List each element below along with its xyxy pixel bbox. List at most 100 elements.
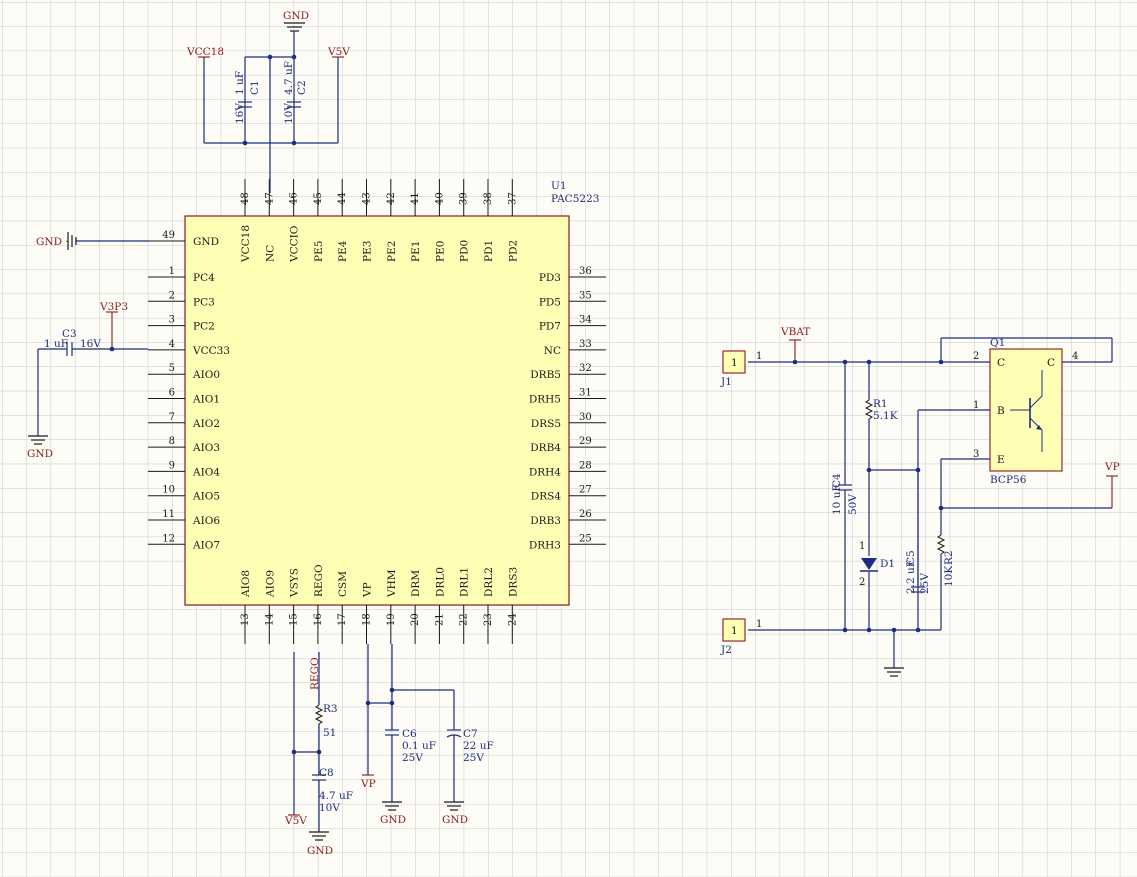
pin-1-name: PC4 (193, 272, 215, 284)
c1-value: 1 uF (234, 71, 246, 95)
gnd-top-label: GND (283, 10, 309, 22)
j2-ref: J2 (720, 644, 732, 656)
pin-7-name: AIO2 (192, 418, 220, 430)
c8-voltage: 10V (319, 802, 340, 814)
c8-ref: C8 (319, 767, 334, 779)
pin-33-number: 33 (579, 339, 592, 350)
q1-num-2: 2 (973, 351, 979, 362)
pin-19-name: VHM (386, 569, 398, 598)
pin-5-name: AIO0 (192, 369, 220, 381)
pin-31-name: DRH5 (529, 394, 561, 406)
pin-47-name: NC (264, 245, 276, 262)
c3-value: 1 uF (44, 338, 68, 350)
q1-pin-b: B (997, 405, 1005, 417)
pin-1-number: 1 (169, 266, 175, 277)
c3-ref: C3 (62, 328, 77, 340)
pin-20-number: 20 (410, 613, 421, 626)
pin-5-number: 5 (169, 363, 175, 374)
r2-ref: R2 (943, 550, 955, 565)
c7-voltage: 25V (463, 752, 484, 764)
c7-value: 22 uF (463, 740, 494, 752)
c4-voltage: 50V (847, 494, 859, 515)
pin-49-name: GND (193, 236, 219, 248)
j1-ref: J1 (720, 376, 732, 388)
pin-15-number: 15 (289, 613, 300, 626)
c2-value: 4.7 uF (283, 61, 295, 95)
pin-29-name: DRB4 (530, 442, 561, 454)
q1-num-4: 4 (1072, 351, 1078, 362)
pin-38-number: 38 (483, 192, 494, 205)
pin-35-number: 35 (579, 290, 592, 301)
r3-ref: R3 (323, 703, 338, 715)
pin-41-number: 41 (410, 192, 421, 205)
c2-ref: C2 (296, 80, 308, 95)
pin-27-name: DRS4 (531, 491, 562, 503)
c4-value: 10 uF (831, 484, 843, 515)
q1-pin-e: E (997, 454, 1005, 466)
gnd-c6-label: GND (380, 814, 406, 826)
j2-connector[interactable] (722, 618, 746, 642)
pin-42-number: 42 (386, 192, 397, 205)
c1-ref: C1 (249, 80, 261, 95)
c8-value: 4.7 uF (319, 790, 353, 802)
pin-27-number: 27 (579, 485, 592, 496)
c6-value: 0.1 uF (402, 740, 436, 752)
u1-chip[interactable]: 48VCC1847NC46VCCIO45PE544PE443PE342PE241… (148, 179, 606, 644)
j1-connector[interactable] (722, 350, 746, 374)
pin-26-name: DRB3 (530, 515, 561, 527)
c5-voltage: 25V (919, 573, 931, 594)
pin-49-number: 49 (162, 230, 175, 241)
pin-48-number: 48 (240, 192, 251, 205)
q1-ref: Q1 (990, 337, 1005, 349)
pin-21-number: 21 (434, 613, 445, 626)
v5v-power-label-top: V5V (327, 46, 350, 58)
pin-22-number: 22 (459, 613, 470, 626)
pin-31-number: 31 (579, 388, 592, 399)
pin-9-number: 9 (169, 460, 175, 471)
pin-34-name: PD7 (539, 321, 561, 333)
pin-33-name: NC (544, 345, 561, 357)
pin-6-number: 6 (169, 388, 175, 399)
c7-ref: C7 (463, 728, 478, 740)
c2-voltage: 10V (283, 103, 295, 124)
u1-pins: 48VCC1847NC46VCCIO45PE544PE443PE342PE241… (148, 179, 606, 644)
pin-3-name: PC2 (193, 321, 215, 333)
pin-36-number: 36 (579, 266, 592, 277)
pin-28-number: 28 (579, 460, 592, 471)
pin-20-name: DRM (410, 570, 422, 597)
pin-30-number: 30 (579, 412, 592, 423)
u1-part-number: PAC5223 (551, 193, 599, 205)
pin-17-number: 17 (337, 613, 348, 626)
r1-ref: R1 (873, 398, 888, 410)
pin-42-name: PE2 (386, 241, 398, 262)
vp-bottom-label: VP (360, 778, 376, 790)
vbat-label: VBAT (780, 326, 810, 338)
j2-pin-number: 1 (756, 619, 762, 630)
pin-10-number: 10 (162, 485, 175, 496)
pin-9-name: AIO4 (192, 466, 220, 478)
pin-46-number: 46 (289, 192, 300, 205)
c3-voltage: 16V (80, 338, 101, 350)
pin-32-number: 32 (579, 363, 592, 374)
pin-39-number: 39 (459, 192, 470, 205)
pin-23-number: 23 (483, 613, 494, 626)
j1-pin-inner: 1 (731, 357, 738, 369)
pin-21-name: DRL0 (434, 567, 446, 597)
pin-4-number: 4 (169, 339, 175, 350)
pin-25-name: DRH3 (529, 539, 561, 551)
d1-pin1: 1 (859, 541, 865, 552)
pin-2-number: 2 (169, 290, 175, 301)
vcc18-power-label: VCC18 (186, 46, 224, 58)
pin-48-name: VCC18 (240, 225, 252, 263)
right-circuit-wires (748, 337, 1118, 677)
pin-2-name: PC3 (193, 296, 215, 308)
v5v-bottom-label: V5V (284, 815, 307, 827)
q1-part: BCP56 (990, 474, 1027, 486)
pin-41-name: PE1 (410, 241, 422, 262)
c5-ref: C5 (905, 550, 917, 565)
pin-14-number: 14 (264, 613, 275, 626)
gnd-c7-label: GND (442, 814, 468, 826)
u1-body[interactable] (184, 215, 570, 606)
pin-11-number: 11 (162, 509, 175, 520)
pin-18-number: 18 (362, 613, 373, 626)
